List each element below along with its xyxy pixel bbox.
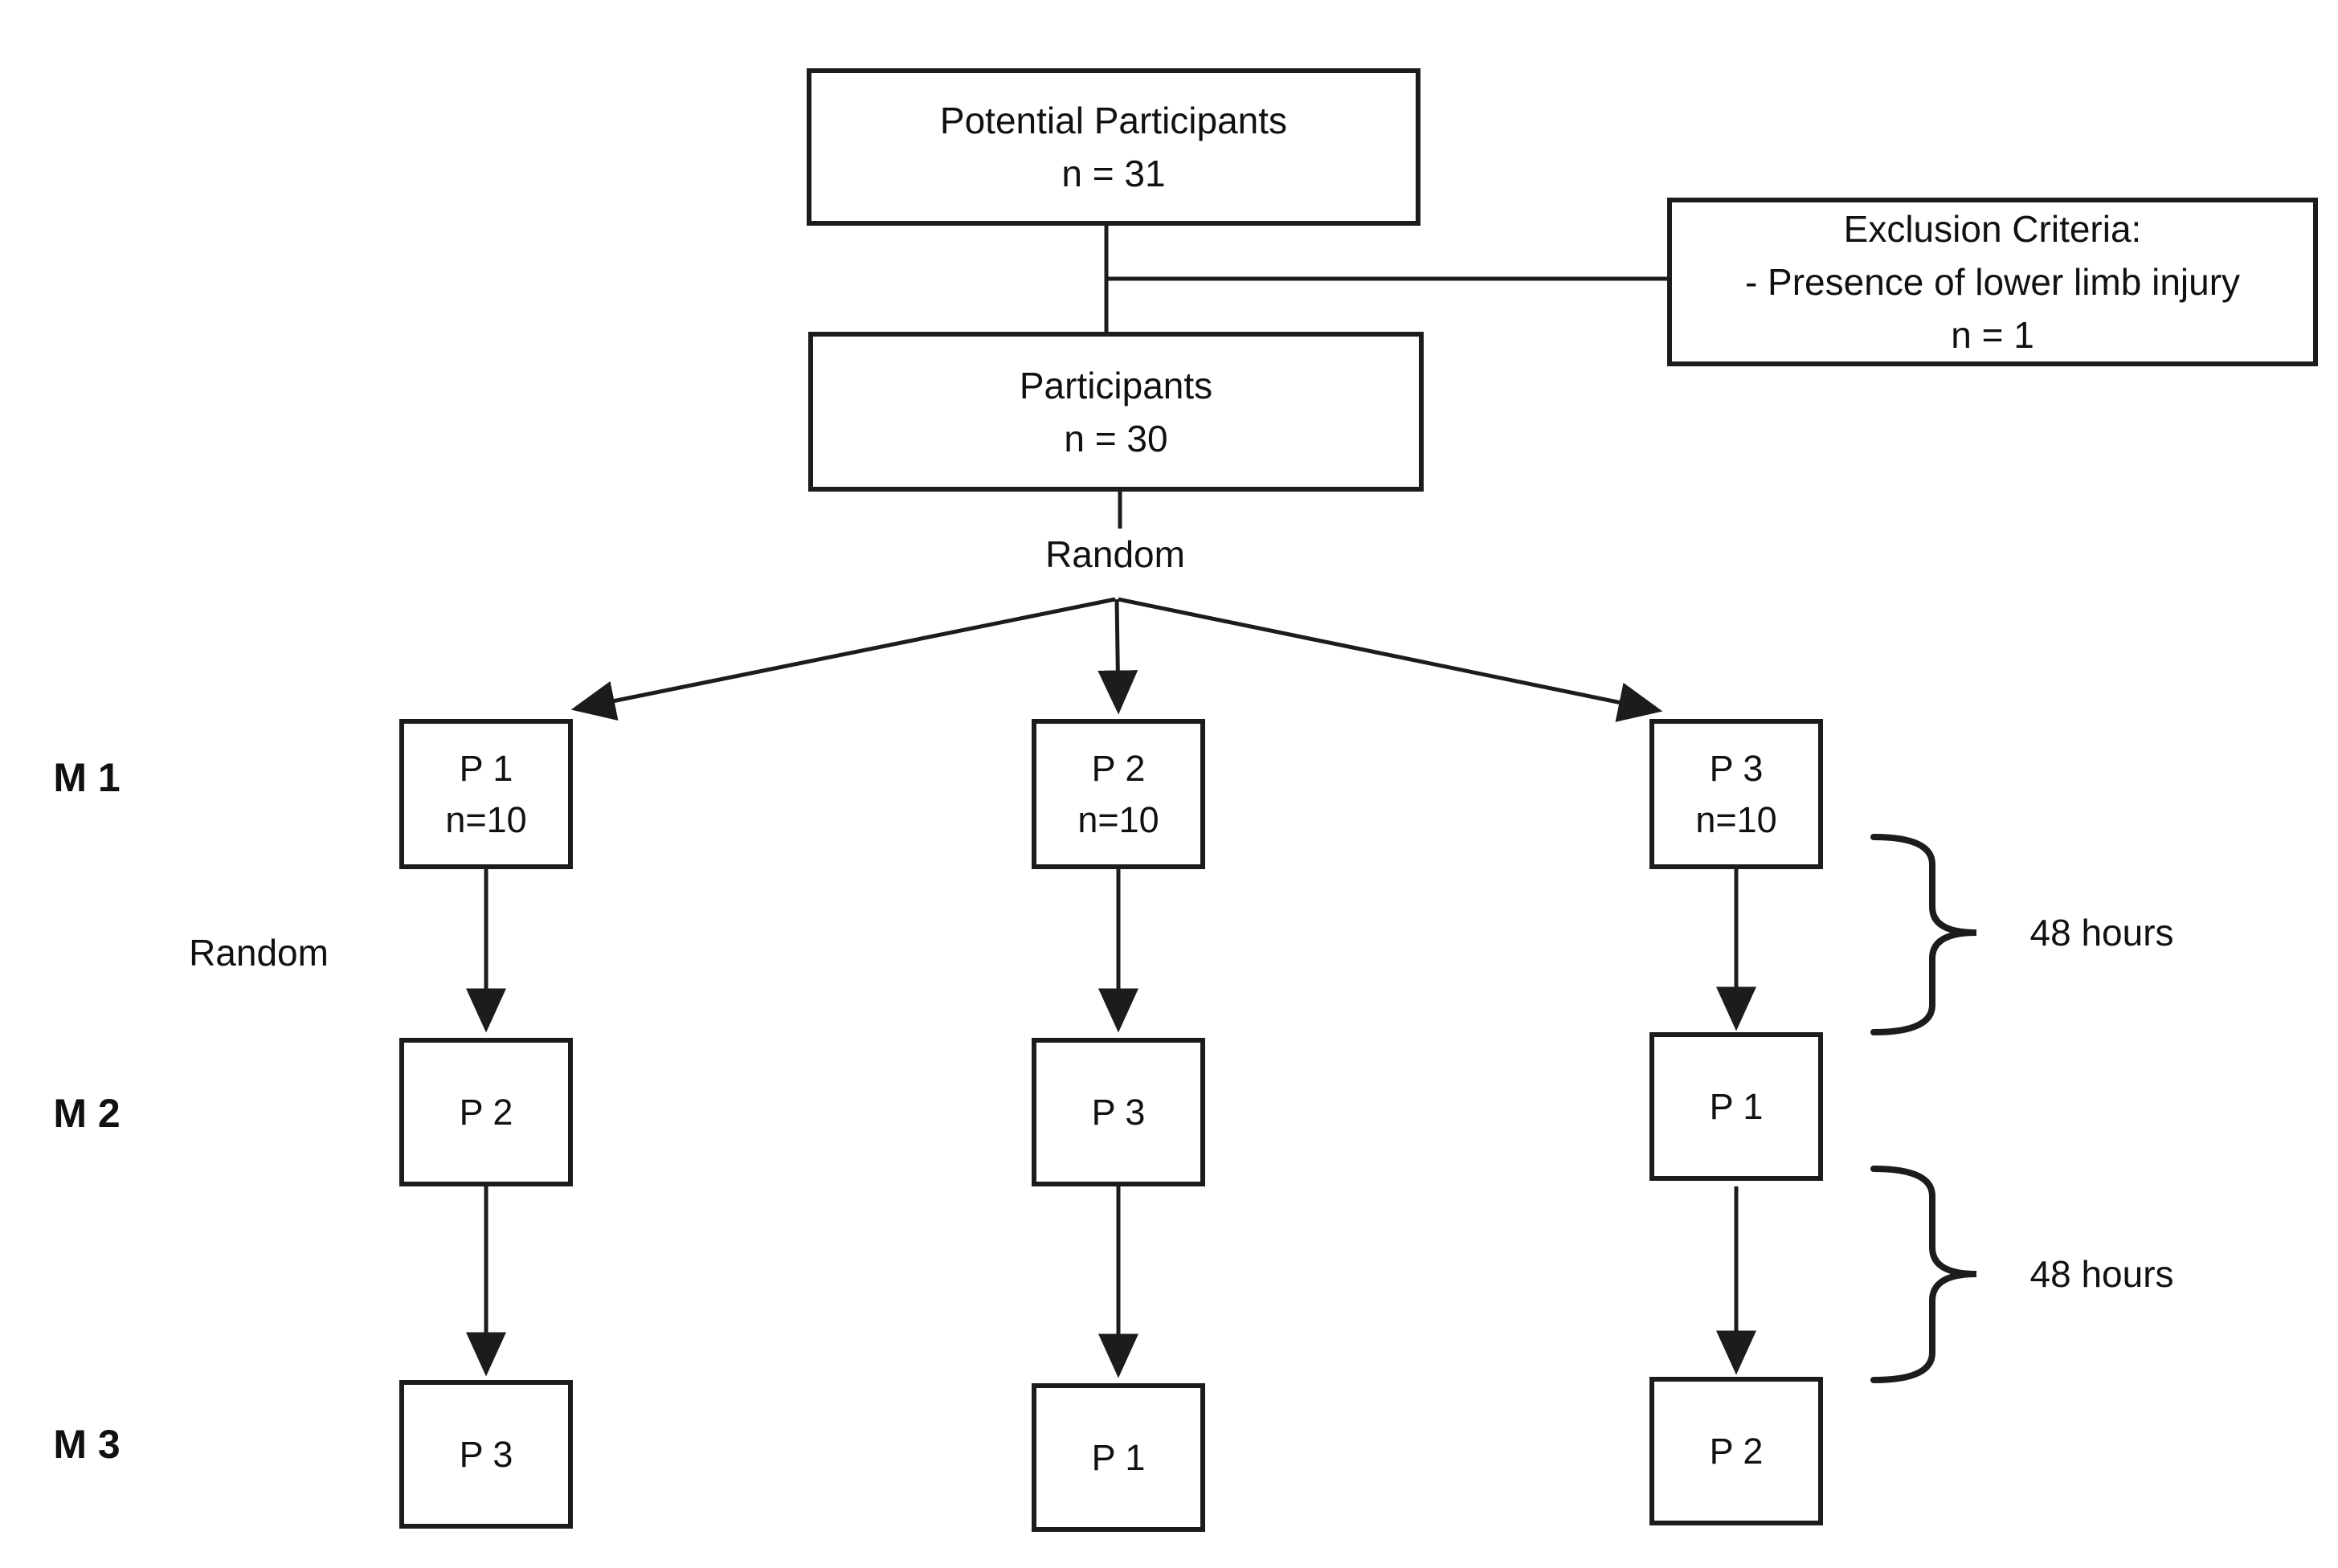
random-left-label: Random xyxy=(189,932,329,974)
branch-arrow-right xyxy=(1118,597,1663,722)
box-line: n=10 xyxy=(445,798,527,840)
box-participants: Participants n = 30 xyxy=(808,332,1424,492)
box-line: P 3 xyxy=(1709,747,1764,789)
box-line: P 2 xyxy=(1091,747,1146,789)
box-m1-col3: P 3 n=10 xyxy=(1649,719,1823,869)
box-line: P 3 xyxy=(459,1433,513,1475)
box-m1-col2: P 2 n=10 xyxy=(1032,719,1205,869)
box-line: Potential Participants xyxy=(939,100,1288,141)
box-line: Participants xyxy=(1019,364,1213,406)
box-line: P 3 xyxy=(1091,1091,1146,1133)
box-line: n = 30 xyxy=(1064,417,1168,459)
box-line: n=10 xyxy=(1695,798,1777,840)
box-line: P 1 xyxy=(1709,1085,1764,1127)
box-exclusion-criteria: Exclusion Criteria: - Presence of lower … xyxy=(1667,198,2318,366)
box-m2-col1: P 2 xyxy=(399,1038,573,1186)
brace-icon-1 xyxy=(1870,834,1977,1035)
box-m3-col3: P 2 xyxy=(1649,1377,1823,1525)
box-m1-col1: P 1 n=10 xyxy=(399,719,573,869)
box-line: P 1 xyxy=(459,747,513,789)
brace-label-48-hours-1: 48 hours xyxy=(2029,912,2174,953)
label-m1: M 1 xyxy=(53,755,121,800)
box-m2-col2: P 3 xyxy=(1032,1038,1205,1186)
box-line: P 2 xyxy=(459,1091,513,1133)
box-line: P 2 xyxy=(1709,1430,1764,1472)
box-m3-col2: P 1 xyxy=(1032,1383,1205,1532)
label-m2: M 2 xyxy=(53,1091,121,1136)
box-line: n = 31 xyxy=(1061,153,1166,194)
branch-arrow-left xyxy=(570,597,1116,721)
box-line: n=10 xyxy=(1077,798,1159,840)
box-line: - Presence of lower limb injury xyxy=(1744,261,2241,303)
brace-label-48-hours-2: 48 hours xyxy=(2029,1253,2174,1295)
box-line: n = 1 xyxy=(1951,314,2034,356)
box-potential-participants: Potential Participants n = 31 xyxy=(807,68,1420,226)
label-m3: M 3 xyxy=(53,1422,121,1467)
brace-icon-2 xyxy=(1870,1166,1977,1383)
branch-arrow-middle xyxy=(1097,598,1138,715)
box-line: P 1 xyxy=(1091,1436,1146,1478)
box-line: Exclusion Criteria: xyxy=(1843,208,2142,250)
box-m2-col3: P 1 xyxy=(1649,1032,1823,1181)
box-m3-col1: P 3 xyxy=(399,1380,573,1529)
random-top-label: Random xyxy=(1045,533,1185,575)
